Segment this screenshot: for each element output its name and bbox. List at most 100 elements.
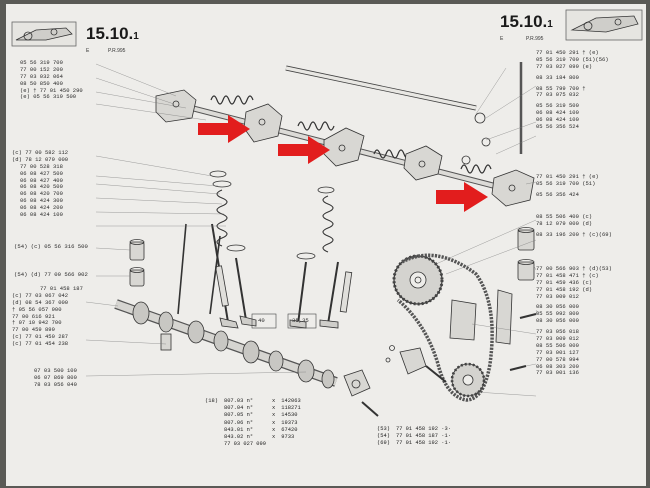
part-label: 08 55 799 700 † — [536, 84, 586, 92]
part-label: † 05 56 057 900 — [12, 305, 62, 313]
serial-table-cell: x — [272, 398, 276, 404]
labels-right-low: 77 00 566 903 † (d)(53) 77 01 458 471 † … — [536, 265, 612, 377]
dim-box-3535 — [287, 313, 317, 329]
serial-table-row: (69) 77 01 458 192 ·1· — [374, 440, 454, 447]
serial-table-cell: 9733 — [281, 434, 295, 441]
part-label: 08 33 184 800 — [536, 73, 579, 81]
labels-right-mid: 77 01 450 291 † (e) 05 56 319 700 (51) 0… — [536, 173, 599, 199]
part-label: 77 00 616 921 — [12, 312, 55, 320]
right-page-number-sub: 1 — [547, 19, 553, 30]
part-label: 77 01 458 187 — [40, 285, 83, 292]
part-label: 77 03 056 018 — [536, 328, 579, 336]
part-label: 77 00 528 318 — [20, 162, 63, 170]
serial-table-row: 807.05 n° x 14530 — [202, 412, 304, 419]
right-page-number-main: 15.10. — [500, 12, 548, 31]
part-label: 78 12 079 000 (d) — [536, 219, 593, 227]
serial-table-cell: x — [272, 405, 276, 412]
part-label: 08 30 056 000 — [536, 303, 579, 311]
dim-40-label: 40 — [258, 317, 265, 324]
tappets-left — [129, 239, 145, 287]
part-label: (c) 77 01 450 287 — [12, 333, 69, 341]
part-label: 77 03 009 012 — [536, 292, 579, 300]
part-label: 77 00 578 994 — [536, 355, 579, 363]
serial-table-cell — [202, 420, 221, 427]
part-label: (e) † 77 01 450 290 — [20, 86, 83, 94]
parts-catalogue-sheet: 15.10.1 E P.R.995 15.10.1 E P.R.995 — [6, 4, 646, 486]
part-label: 77 00 152 200 — [20, 65, 63, 73]
serial-table-row: 77 03 027 099 — [202, 441, 304, 448]
part-label: 78 03 056 040 — [34, 380, 77, 388]
serial-table-cell: 843.01 n° — [223, 426, 254, 433]
valve-springs — [209, 170, 335, 260]
labels-left-low: 77 01 458 187 (c) 77 03 067 042 (d) 08 5… — [12, 285, 83, 348]
tensioner-body — [385, 345, 447, 383]
thumbnail-right-sketch — [565, 9, 643, 41]
serial-table-cell: 14530 — [281, 412, 298, 419]
chain-guide — [449, 299, 477, 341]
part-label: 06 08 420 700 — [20, 190, 63, 198]
part-label: 08 30 056 000 — [536, 317, 579, 325]
serial-table-cell: x — [272, 412, 276, 419]
part-label: 77 03 027 099 (e) — [536, 62, 593, 70]
thrust-plate-hole — [351, 379, 361, 389]
left-page-tag: E — [86, 48, 90, 54]
serial-table-cell: 807.06 n° — [223, 419, 254, 426]
part-label: 77 01 459 436 (c) — [536, 278, 593, 286]
part-label: 77 01 450 291 † (e) — [536, 173, 599, 180]
timing-chain — [396, 253, 494, 402]
serial-table-cell — [269, 441, 278, 448]
serial-table-cell: 77 01 458 192 ·1· — [395, 440, 451, 447]
thrust-plate — [343, 369, 371, 397]
labels-right-gear: 08 55 506 400 (c) 78 12 079 000 (d) 08 3… — [536, 213, 612, 239]
part-label: 06 07 869 800 — [34, 373, 77, 381]
red-arrow-2 — [278, 136, 330, 164]
part-label: 06 08 427 500 — [20, 169, 63, 177]
rocker-assembly — [155, 89, 535, 207]
serial-table-right: (53)77 01 458 192 ·3·(54)77 01 458 187 ·… — [374, 426, 454, 448]
serial-table-cell: x — [272, 434, 276, 441]
serial-table-cell: 77 01 458 187 ·1· — [395, 433, 451, 440]
bolt-right-1 — [519, 313, 537, 319]
part-label: 77 00 459 899 — [12, 326, 55, 334]
bolt-right-2 — [509, 365, 527, 371]
part-label: 77 03 032 064 — [20, 72, 63, 80]
serial-table-cell: x — [272, 419, 276, 426]
labels-right-top: 77 01 450 291 † (e) 05 56 319 700 (51)(5… — [536, 49, 609, 131]
part-label: 05 56 319 700 (51) — [536, 179, 596, 187]
serial-table-cell — [278, 441, 303, 448]
part-label: 06 08 303 200 — [536, 362, 579, 370]
serial-table-cell — [202, 405, 221, 412]
part-label: 08 50 850 400 — [20, 79, 63, 87]
serial-table-cell — [202, 434, 221, 441]
serial-table-cell — [202, 427, 221, 434]
part-label: 77 03 001 127 — [536, 348, 579, 356]
part-label: 08 55 506 000 — [536, 341, 579, 349]
labels-left-top: 05 56 319 700 77 00 152 200 77 03 032 06… — [20, 59, 83, 101]
serial-table-cell: (69) — [377, 440, 390, 447]
part-label: 77 01 450 291 † (e) — [536, 49, 599, 56]
part-label: 77 03 009 012 — [536, 335, 579, 343]
part-label: (c) 77 00 582 112 — [12, 149, 69, 156]
part-label: 77 03 001 136 — [536, 369, 579, 377]
serial-table-cell — [202, 441, 221, 448]
part-label: 06 08 424 300 — [20, 197, 63, 205]
part-label: 06 08 424 200 — [20, 204, 63, 212]
bolt-lower — [361, 401, 379, 417]
part-label: 06 08 420 500 — [20, 183, 63, 191]
labels-bottom-left: 07 03 500 100 06 07 869 800 78 03 056 04… — [34, 367, 77, 389]
serial-table-cell: 67420 — [281, 426, 298, 433]
serial-table-cell: 807.05 n° — [223, 412, 254, 419]
right-page-number: 15.10.1 — [500, 12, 553, 32]
right-page-ref: P.R.995 — [526, 36, 544, 42]
part-label: (d) 78 12 079 000 — [12, 155, 69, 163]
part-label: 08 33 196 200 † (c)(69) — [536, 230, 612, 238]
serial-table-cell: (53) — [377, 426, 390, 432]
part-label: 06 08 424 100 — [536, 116, 579, 124]
part-label: (e) 05 56 319 500 — [20, 93, 77, 101]
tappets-right — [517, 227, 535, 281]
part-label: 77 00 566 903 † (d)(53) — [536, 265, 612, 272]
